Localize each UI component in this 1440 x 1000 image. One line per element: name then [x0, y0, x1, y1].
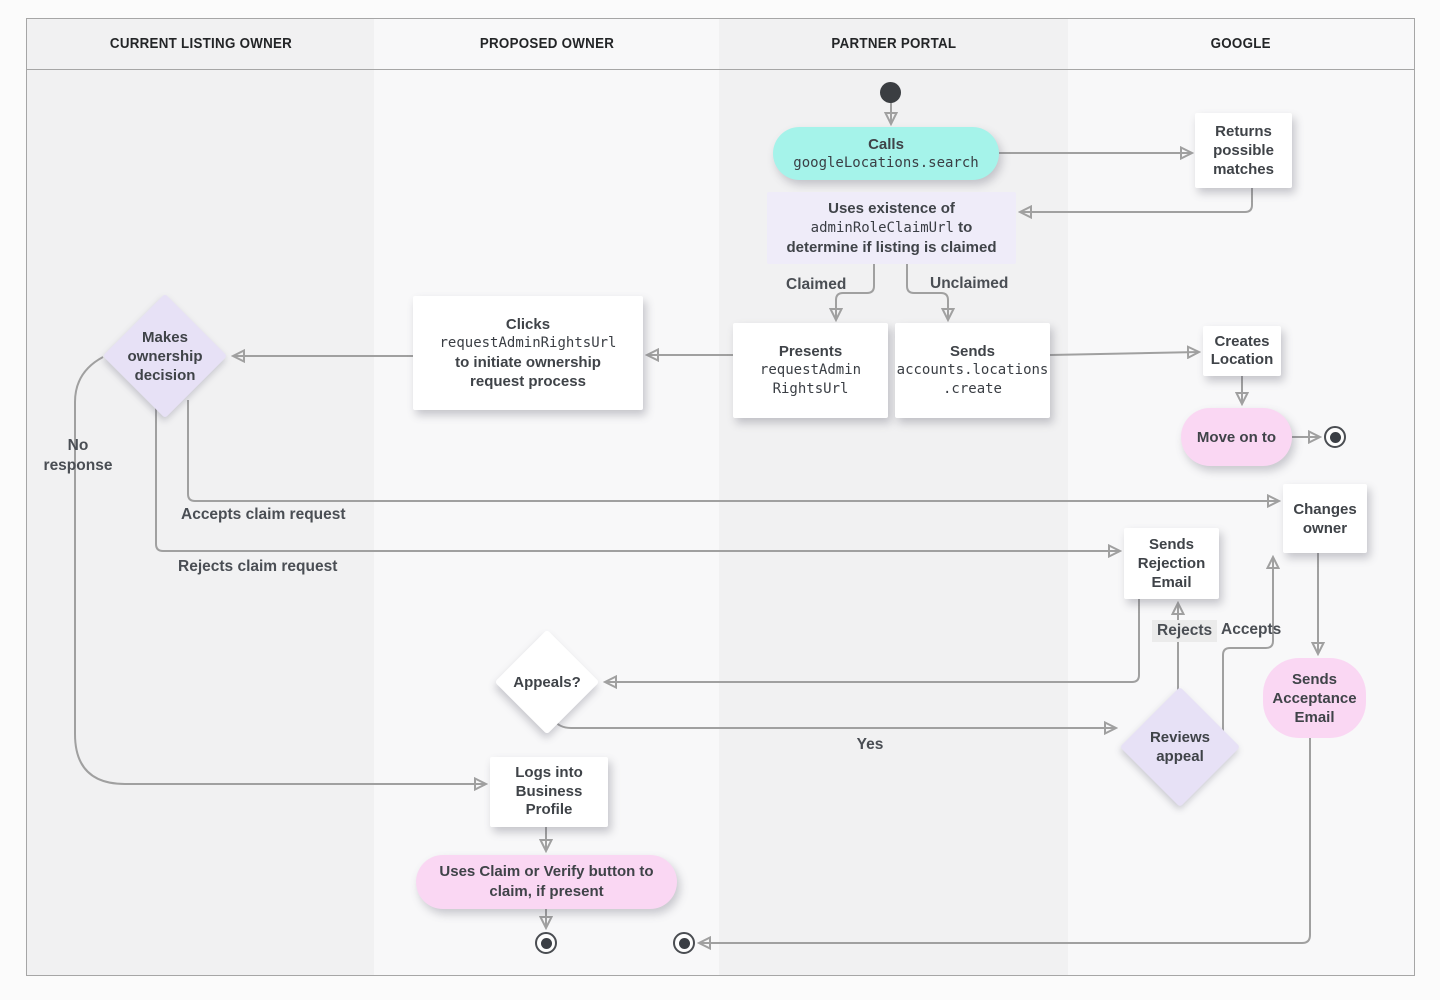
edge-label-accepts: Accepts	[1221, 621, 1282, 638]
node-title: Sends	[949, 343, 995, 360]
end-node	[1324, 426, 1346, 448]
edge-reviews-accepts-to-changes-owner	[1222, 557, 1273, 732]
node-sends-acceptance-email: Sends Acceptance Email	[1263, 658, 1366, 738]
node-changes-owner: Changes owner	[1283, 484, 1367, 553]
node-appeals-decision: Appeals?	[494, 629, 600, 735]
lane-title: GOOGLE	[1210, 36, 1272, 52]
edge-label-unclaimed: Unclaimed	[930, 275, 1009, 292]
node-title: Clicks	[505, 316, 551, 333]
node-code: accounts.locations .create	[896, 362, 1049, 397]
node-presents-requestadminrightsurl: Presents requestAdmin RightsUrl	[733, 323, 888, 418]
edge-accepts-claim-to-changes-owner	[187, 400, 1279, 501]
node-text-part: Uses existence of	[828, 200, 955, 217]
node-code: requestAdminRightsUrl	[439, 335, 617, 351]
edge-unclaimed-to-sends	[906, 264, 948, 320]
edge-rejection-email-to-appeals	[605, 599, 1140, 682]
node-code: googleLocations.search	[793, 154, 979, 171]
edge-label-accepts-claim-request: Accepts claim request	[181, 506, 346, 523]
node-code: requestAdmin RightsUrl	[759, 362, 862, 397]
end-node-dot	[540, 937, 552, 949]
node-sends-rejection-email: Sends Rejection Email	[1124, 528, 1219, 599]
node-text: Sends Rejection Email	[1137, 536, 1206, 591]
edge-label-no-response: No response	[43, 437, 113, 474]
lane-title: PARTNER PORTAL	[831, 36, 956, 52]
edge-returns-to-uses	[1020, 188, 1253, 212]
node-move-on-to: Move on to	[1181, 408, 1292, 466]
node-text: Uses Claim or Verify button to claim, if…	[439, 863, 654, 900]
end-node-dot	[1329, 431, 1341, 443]
edge-label-claimed: Claimed	[786, 276, 847, 293]
lane-title: CURRENT LISTING OWNER	[109, 36, 293, 52]
edge-acceptance-email-to-end	[699, 738, 1311, 943]
node-makes-ownership-decision: Makes ownership decision	[102, 293, 228, 419]
node-text: Reviews appeal	[1149, 729, 1211, 765]
node-uses-existence: Uses existence of adminRoleClaimUrl to d…	[767, 192, 1016, 264]
lane-header-proposed-owner: PROPOSED OWNER	[374, 18, 720, 70]
edge-label-rejects-claim-request: Rejects claim request	[178, 558, 338, 575]
edge-label-yes: Yes	[856, 736, 884, 753]
end-node	[535, 932, 557, 954]
node-sends-accounts-locations-create: Sends accounts.locations .create	[895, 323, 1050, 418]
start-node	[880, 82, 901, 103]
node-text: Sends Acceptance Email	[1272, 670, 1357, 726]
node-text: Returns possible matches	[1213, 123, 1274, 178]
lane-header-partner-portal: PARTNER PORTAL	[719, 18, 1069, 70]
lane-current-listing-owner	[26, 18, 376, 975]
node-text: Changes owner	[1293, 500, 1357, 537]
node-text: Move on to	[1196, 428, 1277, 446]
node-title: Calls	[868, 135, 904, 153]
node-text: to initiate ownership request process	[455, 354, 601, 390]
node-text: Creates Location	[1210, 333, 1274, 368]
node-uses-claim-or-verify: Uses Claim or Verify button to claim, if…	[416, 855, 677, 909]
lane-header-google: GOOGLE	[1068, 18, 1415, 70]
node-reviews-appeal: Reviews appeal	[1119, 686, 1241, 808]
end-node	[673, 932, 695, 954]
node-text-part: to determine if listing is claimed	[786, 219, 997, 256]
node-text: Makes ownership decision	[127, 328, 203, 384]
node-text: Uses existence of adminRoleClaimUrl to d…	[781, 199, 1003, 257]
node-text: Appeals?	[513, 673, 581, 691]
node-logs-into-business-profile: Logs into Business Profile	[490, 757, 608, 827]
edge-appeals-yes-to-reviews	[552, 718, 1116, 728]
edge-no-response-to-logs-in	[74, 356, 486, 784]
node-creates-location: Creates Location	[1203, 326, 1281, 376]
edge-rejects-claim-to-rejection-email	[155, 404, 1120, 551]
end-node-dot	[678, 937, 690, 949]
node-text: Logs into Business Profile	[515, 764, 583, 819]
edge-sends-to-creates	[1049, 352, 1199, 355]
edge-label-rejects: Rejects	[1152, 620, 1218, 642]
node-code: adminRoleClaimUrl	[810, 220, 954, 236]
node-calls-googlelocations-search: Calls googleLocations.search	[773, 127, 999, 180]
node-title: Presents	[778, 343, 843, 360]
node-clicks-requestadminrightsurl: Clicks requestAdminRightsUrl to initiate…	[413, 296, 643, 410]
lane-title: PROPOSED OWNER	[479, 36, 614, 52]
node-returns-possible-matches: Returns possible matches	[1195, 113, 1292, 188]
lane-header-current-listing-owner: CURRENT LISTING OWNER	[26, 18, 376, 70]
table-bottom-border	[26, 975, 1415, 976]
edge-claimed-to-presents	[836, 264, 875, 320]
